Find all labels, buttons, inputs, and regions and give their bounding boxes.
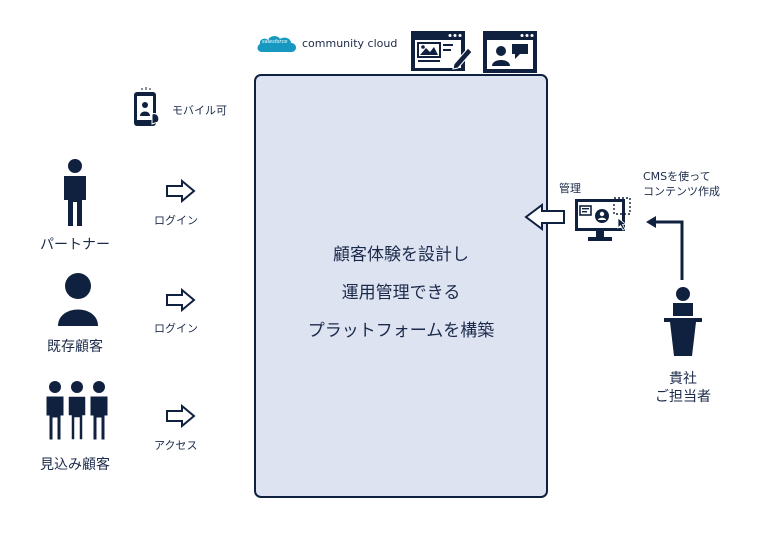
user-icon	[58, 273, 98, 326]
cms-label-line2: コンテンツ作成	[643, 185, 720, 198]
action-label-partner: ログイン	[154, 214, 198, 227]
web-profile-icon	[483, 31, 537, 73]
monitor-icon	[575, 197, 631, 241]
left-arrow-icon	[524, 203, 565, 231]
salesforce-logo-text: salesforce	[262, 39, 288, 45]
mobile-label: モバイル可	[172, 104, 227, 117]
manage-label: 管理	[559, 182, 581, 195]
platform-box	[254, 74, 548, 498]
person-icon	[64, 159, 86, 226]
platform-headline-line1: 顧客体験を設計し	[333, 245, 469, 265]
action-label-prospect: アクセス	[154, 439, 198, 452]
presenter-icon	[664, 287, 702, 356]
right-arrow-icon	[166, 403, 196, 429]
persona-label-existing: 既存顧客	[47, 339, 103, 355]
owner-label-line2: ご担当者	[655, 389, 711, 405]
owner-label-line1: 貴社	[669, 371, 697, 387]
smartphone-icon	[134, 87, 160, 126]
group-icon	[45, 381, 109, 441]
elbow-arrow-icon	[646, 216, 684, 280]
action-label-existing: ログイン	[154, 322, 198, 335]
right-arrow-icon	[166, 178, 196, 204]
web-editor-icon	[411, 31, 473, 71]
right-arrow-icon	[166, 287, 196, 313]
product-name: community cloud	[302, 37, 398, 50]
persona-label-partner: パートナー	[40, 237, 110, 253]
persona-label-prospect: 見込み顧客	[40, 457, 110, 473]
platform-headline-line2: 運用管理できる	[341, 283, 461, 303]
cms-label-line1: CMSを使って	[643, 170, 711, 183]
salesforce-cloud-icon	[257, 36, 297, 52]
platform-headline-line3: プラットフォームを構築	[307, 321, 495, 341]
